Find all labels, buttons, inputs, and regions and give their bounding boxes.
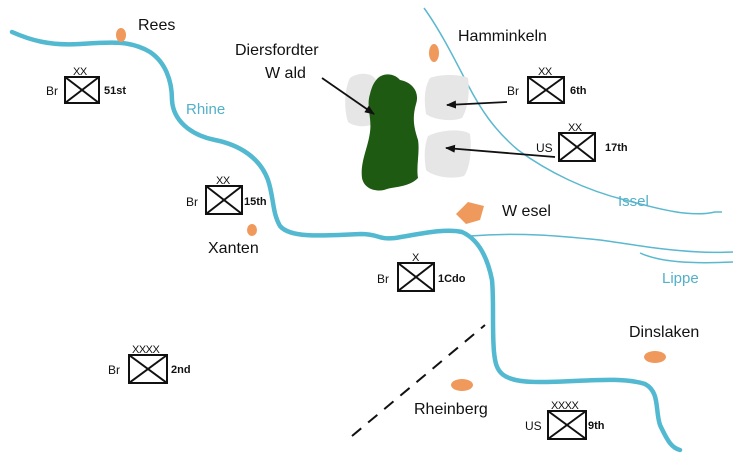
river-label-issel: Issel bbox=[618, 193, 649, 210]
unit-size-51st: XX bbox=[73, 66, 87, 78]
issel-river bbox=[423, 7, 722, 215]
arrow-to-forest bbox=[321, 77, 375, 115]
town-marker-hamminkeln bbox=[429, 44, 439, 62]
town-marker-wesel bbox=[456, 202, 484, 224]
unit-nation-17th: US bbox=[536, 141, 553, 155]
unit-name-15th: 15th bbox=[244, 196, 267, 208]
unit-size-2nd: XXXX bbox=[132, 344, 160, 356]
arrow-6th-to-drop-zone bbox=[446, 100, 508, 109]
unit-name-51st: 51st bbox=[104, 85, 127, 97]
lippe-river bbox=[469, 233, 734, 254]
unit-name-1cdo: 1Cdo bbox=[438, 273, 466, 285]
forest-label-line1: Diersfordter bbox=[235, 42, 319, 59]
lippe-river-channel bbox=[639, 252, 734, 264]
unit-name-6th: 6th bbox=[570, 85, 587, 97]
drop-zone-6th bbox=[424, 75, 469, 121]
town-label-hamminkeln: Hamminkeln bbox=[458, 28, 547, 45]
town-marker-rheinberg bbox=[451, 379, 473, 391]
unit-symbol-15th bbox=[205, 185, 243, 215]
town-label-xanten: Xanten bbox=[208, 240, 259, 257]
unit-symbol-6th bbox=[527, 76, 565, 104]
town-label-wesel: W esel bbox=[502, 203, 551, 220]
unit-symbol-51st bbox=[64, 76, 100, 104]
unit-name-9th: 9th bbox=[588, 420, 605, 432]
unit-nation-6th: Br bbox=[507, 84, 519, 98]
unit-nation-9th: US bbox=[525, 419, 542, 433]
unit-nation-15th: Br bbox=[186, 195, 198, 209]
rhine-river bbox=[9, 29, 683, 453]
unit-symbol-9th bbox=[547, 410, 587, 440]
town-label-dinslaken: Dinslaken bbox=[629, 324, 700, 341]
unit-symbol-1cdo bbox=[397, 262, 435, 292]
town-marker-rees bbox=[116, 28, 126, 42]
town-marker-dinslaken bbox=[644, 351, 666, 363]
diersfordter-wald-forest bbox=[361, 74, 419, 191]
unit-size-1cdo: X bbox=[412, 252, 419, 264]
river-label-rhine: Rhine bbox=[186, 101, 226, 118]
front-line-dashed bbox=[351, 324, 486, 437]
town-label-rheinberg: Rheinberg bbox=[414, 401, 488, 418]
river-label-lippe: Lippe bbox=[662, 270, 699, 287]
unit-size-15th: XX bbox=[216, 175, 230, 187]
unit-name-2nd: 2nd bbox=[171, 364, 191, 376]
drop-zone-17th bbox=[424, 130, 471, 178]
forest-label-line2: W ald bbox=[265, 65, 306, 82]
town-marker-xanten bbox=[247, 224, 257, 236]
unit-size-9th: XXXX bbox=[551, 400, 579, 412]
unit-nation-51st: Br bbox=[46, 84, 58, 98]
unit-nation-1cdo: Br bbox=[377, 272, 389, 286]
unit-size-17th: XX bbox=[568, 122, 582, 134]
town-label-rees: Rees bbox=[138, 17, 176, 34]
unit-name-17th: 17th bbox=[605, 142, 628, 154]
unit-symbol-17th bbox=[558, 132, 596, 162]
arrow-17th-to-drop-zone bbox=[445, 144, 556, 158]
unit-nation-2nd: Br bbox=[108, 363, 120, 377]
unit-size-6th: XX bbox=[538, 66, 552, 78]
unit-symbol-2nd bbox=[128, 354, 168, 384]
